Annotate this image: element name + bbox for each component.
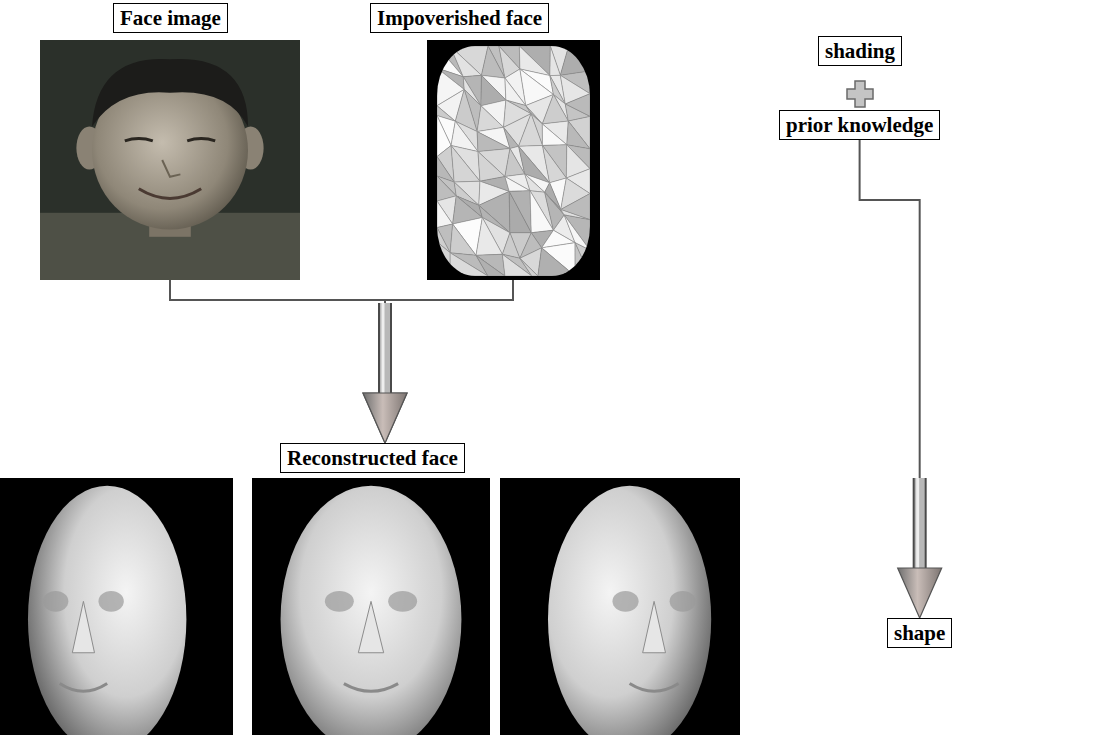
- paper-facet: [502, 233, 519, 259]
- connector-line: [385, 280, 513, 303]
- face-eye: [125, 138, 153, 140]
- paper-facet: [543, 145, 567, 182]
- image-panel: Impoverished face: [415, 3, 615, 280]
- boxed-label: Impoverished face: [370, 3, 549, 33]
- pipe-highlight: [916, 478, 919, 568]
- boxed-label: prior knowledge: [779, 110, 940, 140]
- paper-facet: [477, 106, 503, 132]
- boxed-label: Face image: [113, 3, 228, 33]
- paper-facet: [542, 94, 568, 123]
- paper-facet: [476, 255, 505, 276]
- paper-facet: [509, 191, 531, 233]
- pipe-outline: [378, 303, 392, 393]
- boxed-label: shading: [818, 36, 902, 66]
- paper-facet: [550, 46, 560, 76]
- face-eye: [187, 138, 215, 140]
- connector-line: [860, 140, 920, 478]
- pipe-arrow: [170, 280, 407, 443]
- crumpled-paper-image: [427, 40, 600, 280]
- label-box: prior knowledge: [779, 110, 940, 140]
- image-panel: Reconstructed face: [0, 443, 745, 735]
- eye-hollow: [388, 591, 417, 612]
- cone-arrowhead: [898, 568, 942, 618]
- face-surface: [548, 486, 711, 735]
- paper-facet: [520, 258, 538, 276]
- paper-facet: [476, 254, 505, 276]
- plus-cross: [847, 81, 873, 107]
- photo-ground: [40, 40, 300, 280]
- face-surface: [28, 486, 186, 735]
- face-mouth: [344, 684, 398, 692]
- pipe-arrow: [363, 280, 513, 443]
- image-panel: Face image: [40, 3, 300, 280]
- cone-arrowhead: [363, 393, 407, 443]
- connector-line: [170, 280, 385, 303]
- image-ground: [427, 40, 600, 280]
- reconstructed-face-render: [500, 478, 740, 735]
- pipe-body: [380, 303, 390, 393]
- paper-facet: [567, 121, 590, 149]
- paper-facet: [478, 152, 505, 182]
- boxed-label: Reconstructed face: [280, 443, 465, 473]
- face-mouth: [139, 189, 201, 199]
- reconstructed-face-render: [252, 478, 490, 735]
- paper-facet: [575, 243, 590, 276]
- label-box: shape: [887, 618, 952, 648]
- plus-symbol: [845, 79, 875, 109]
- paper-facet: [451, 145, 480, 181]
- paper-facet: [450, 46, 481, 77]
- pipe-body: [915, 478, 925, 568]
- pipe-arrow: [860, 140, 942, 618]
- paper-facet: [477, 132, 510, 152]
- paper-facet: [542, 124, 566, 146]
- paper-facet: [437, 201, 453, 227]
- paper-facet: [525, 174, 545, 192]
- eye-hollow: [612, 591, 638, 612]
- face-nose: [643, 601, 666, 652]
- eye-hollow: [670, 591, 696, 612]
- face-nose: [162, 160, 180, 177]
- paper-facets: [437, 46, 590, 276]
- paper-facet: [542, 121, 568, 145]
- boxed-label: shape: [887, 618, 952, 648]
- pipe-outline: [913, 478, 927, 568]
- face-mouth: [630, 684, 679, 692]
- pipe-highlight: [382, 303, 385, 393]
- paper-facet: [451, 145, 480, 182]
- eye-hollow: [325, 591, 354, 612]
- paper-facet: [560, 46, 590, 75]
- face-surface: [281, 486, 462, 735]
- paper-facet: [504, 127, 519, 148]
- paper-facet: [476, 217, 502, 255]
- face-photo: [40, 40, 300, 280]
- face-nose: [72, 601, 94, 652]
- face-nose: [358, 601, 383, 652]
- paper-facet: [437, 242, 450, 276]
- eye-hollow: [43, 591, 68, 612]
- face-hair: [92, 59, 248, 127]
- paper-facet: [450, 224, 476, 255]
- paper-facet: [509, 191, 531, 232]
- pipe-outline: [378, 303, 392, 393]
- paper-facet: [538, 248, 575, 276]
- eye-hollow: [98, 591, 123, 612]
- paper-facet: [437, 242, 450, 276]
- reconstructed-face-render: [0, 478, 233, 735]
- paper-facet: [519, 114, 543, 147]
- pipe-body: [380, 303, 390, 393]
- face-mouth: [60, 684, 108, 692]
- label-box: shading: [818, 36, 902, 66]
- paper-facet: [575, 243, 590, 276]
- pipe-highlight: [382, 303, 385, 393]
- cone-arrowhead: [363, 393, 407, 443]
